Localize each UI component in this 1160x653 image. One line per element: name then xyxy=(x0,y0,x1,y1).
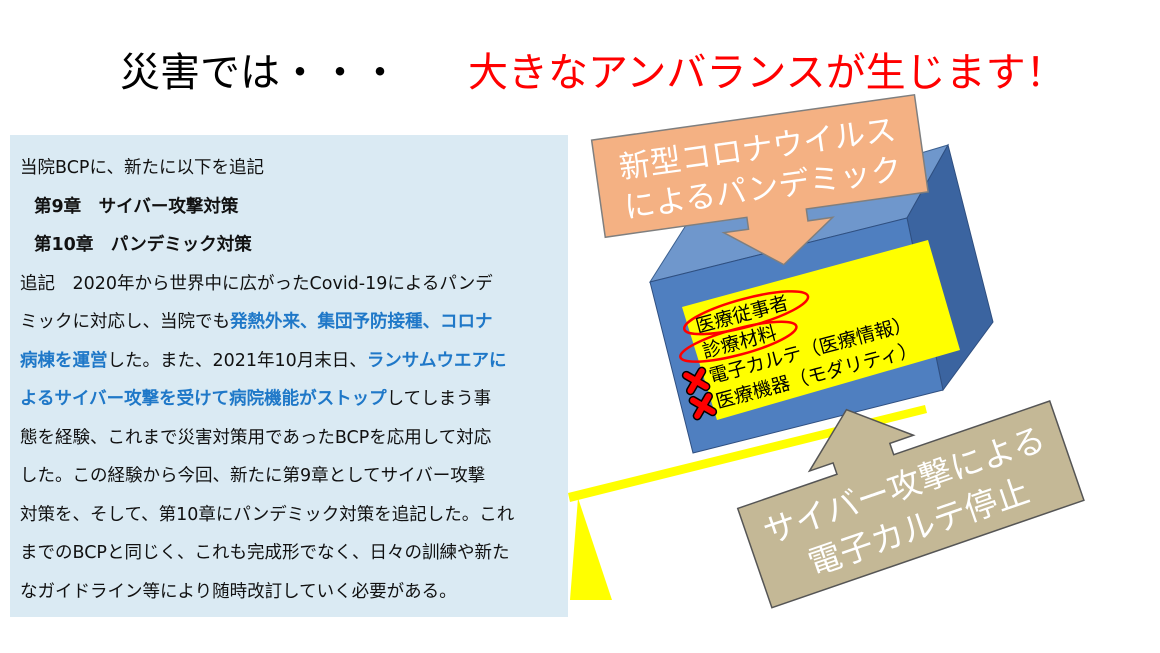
note-highlight: 病棟を運営 xyxy=(20,350,108,371)
note-line: よるサイバー攻撃を受けて病院機能がストップしてしまう事 xyxy=(20,380,558,419)
note-line: までのBCPと同じく、これも完成形でなく、日々の訓練や新た xyxy=(20,543,510,563)
note-highlight: ランサムウエアに xyxy=(366,350,507,371)
note-text: ミックに対応し、当院でも xyxy=(20,312,230,332)
note-line: ミックに対応し、当院でも発熱外来、集団予防接種、コロナ xyxy=(20,303,558,342)
fulcrum xyxy=(570,498,612,600)
red-circle-supplies xyxy=(679,320,798,363)
note-line: した。この経験から今回、新たに第9章としてサイバー攻撃 xyxy=(20,466,486,486)
note-highlight: よるサイバー攻撃を受けて病院機能がストップ xyxy=(20,389,387,409)
note-highlight: 発熱外来、集団予防接種、コロナ xyxy=(230,312,493,332)
note-line: なガイドライン等により随時改訂していく必要がある。 xyxy=(20,581,457,602)
note-chapter9: 第9章 サイバー攻撃対策 xyxy=(34,196,239,217)
slide-title: 災害では・・・ xyxy=(120,50,400,96)
pandemic-arrow: 新型コロナウイルス によるパンデミック xyxy=(590,93,929,266)
x-mark-icon xyxy=(688,391,718,421)
note-intro: 当院BCPに、新たに以下を追記 xyxy=(20,158,264,178)
x-mark-icon xyxy=(681,366,711,396)
slide-headline: 大きなアンバランスが生じます！ xyxy=(468,50,1066,96)
note-line: 追記 2020年から世界中に広がったCovid-19によるパンデ xyxy=(20,273,493,294)
note-line: 対策を、そして、第10章にパンデミック対策を追記した。これ xyxy=(20,504,515,525)
note-text: してしまう事 xyxy=(386,389,492,409)
note-text: した。また、2021年10月末日、 xyxy=(107,350,367,371)
resource-panel xyxy=(682,240,960,420)
note-chapter10: 第10章 パンデミック対策 xyxy=(34,235,252,255)
note-line: 病棟を運営した。また、2021年10月末日、ランサムウエアに xyxy=(20,342,558,381)
note-box: 当院BCPに、新たに以下を追記 第9章 サイバー攻撃対策 第10章 パンデミック… xyxy=(10,135,568,617)
note-line: 態を経験、これまで災害対策用であったBCPを応用して対応 xyxy=(20,427,492,448)
